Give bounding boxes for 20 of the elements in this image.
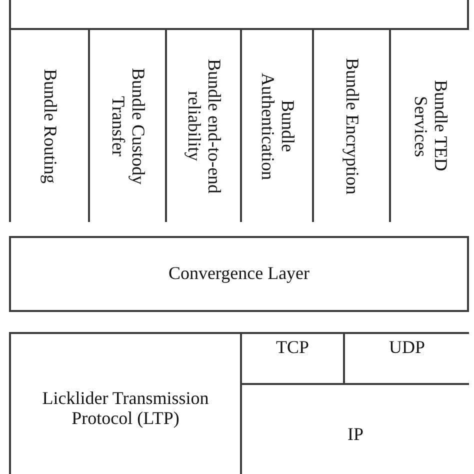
layer-label: Bundle Custody Transfer (108, 66, 150, 186)
layer-box (312, 28, 389, 222)
layer-label: Licklider Transmission Protocol (LTP) (41, 389, 210, 429)
layer-label: Convergence Layer (167, 264, 311, 284)
frame-box (9, 332, 469, 474)
layer-box (11, 28, 88, 222)
layer-label: UDP (388, 338, 426, 358)
layer-label: TCP (274, 338, 310, 358)
layer-label: Bundle end-to-end reliability (184, 58, 226, 196)
layer-label: Bundle Authentication (257, 72, 299, 182)
layer-label: IP (346, 424, 364, 444)
layer-label: Bundle Routing (39, 68, 62, 184)
layer-box (9, 236, 469, 312)
layer-box (240, 28, 312, 222)
layer-label: Bundle Encryption (341, 58, 364, 194)
layer-box (165, 28, 240, 222)
layer-box (343, 334, 469, 383)
layer-label: Bundle TED Services (410, 79, 452, 174)
layer-box (240, 383, 469, 474)
layer-box (88, 28, 165, 222)
